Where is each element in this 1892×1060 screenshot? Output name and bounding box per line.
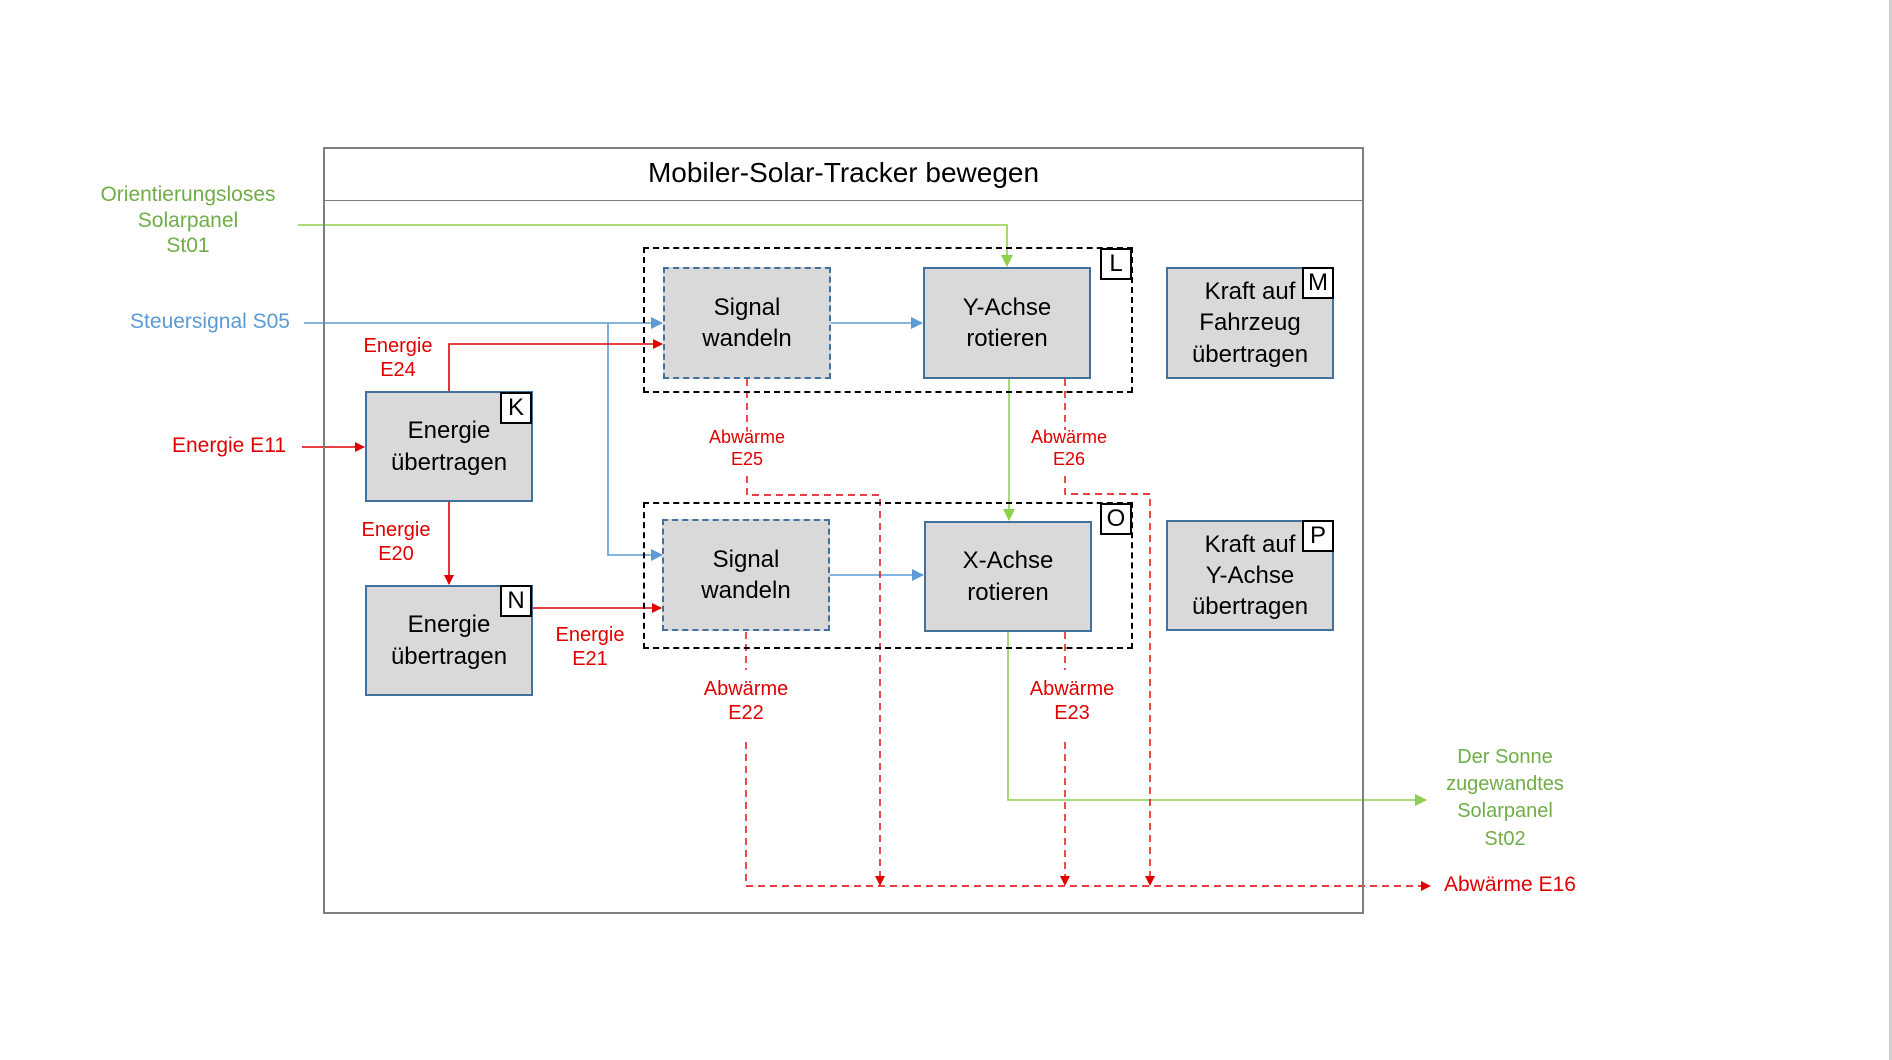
input-st01-line1: Orientierungsloses xyxy=(100,183,276,206)
system-title: Mobiler-Solar-Tracker bewegen xyxy=(647,157,1040,188)
function-k-tag: K xyxy=(500,392,532,424)
function-p-line1: Kraft auf xyxy=(1204,530,1296,558)
output-st02-line4: St02 xyxy=(1484,827,1526,850)
function-k-line2: übertragen xyxy=(390,448,508,476)
function-m-line2: Fahrzeug xyxy=(1199,309,1301,337)
output-st02-label: Der Sonne zugewandtes Solarpanel St02 xyxy=(1425,744,1585,853)
flow-e26-line2: E26 xyxy=(1052,448,1086,469)
function-o-signal-line1: Signal xyxy=(712,545,780,573)
flow-e21-line1: Energie xyxy=(555,624,625,646)
function-l-rotate-line1: Y-Achse xyxy=(962,293,1052,321)
flow-e23-line2: E23 xyxy=(1054,702,1090,725)
output-st02-line3: Solarpanel xyxy=(1457,800,1553,823)
group-l-tag: L xyxy=(1100,248,1132,280)
input-e11-label: Energie E11 xyxy=(171,434,286,457)
output-st02-line1: Der Sonne xyxy=(1457,746,1553,768)
flow-e20-line1: Energie xyxy=(361,519,431,541)
input-st01-label: Orientierungsloses Solarpanel St01 xyxy=(88,182,288,259)
function-o-rotate[interactable]: X-Achse rotieren xyxy=(924,521,1092,632)
flow-e22-line2: E22 xyxy=(728,702,764,725)
group-o xyxy=(643,502,1133,649)
flow-e26-line1: Abwärme xyxy=(1030,427,1108,447)
flow-st01 xyxy=(298,224,1013,267)
function-n-line2: übertragen xyxy=(390,642,508,670)
function-o-rotate-line1: X-Achse xyxy=(962,547,1054,575)
flow-e20-line2: E20 xyxy=(378,543,414,566)
flow-e25-line1: Abwärme xyxy=(708,427,786,447)
function-l-signal-line1: Signal xyxy=(713,293,781,321)
flow-e24-line1: Energie xyxy=(363,335,433,357)
function-l-rotate[interactable]: Y-Achse rotieren xyxy=(923,267,1091,379)
function-l-signal[interactable]: Signal wandeln xyxy=(663,267,831,379)
output-e16-label: Abwärme E16 xyxy=(1444,873,1576,896)
function-l-signal-line2: wandeln xyxy=(702,325,792,352)
flow-e24 xyxy=(448,339,663,391)
flow-e22-line1: Abwärme xyxy=(703,678,789,700)
function-n-line1: Energie xyxy=(407,611,491,639)
flow-e26-b xyxy=(1064,476,1155,886)
group-o-tag: O xyxy=(1100,503,1132,535)
flow-e25-line2: E25 xyxy=(730,448,764,469)
function-l-rotate-line2: rotieren xyxy=(966,325,1048,352)
function-m-line1: Kraft auf xyxy=(1204,278,1296,306)
function-n[interactable]: Energie übertragen xyxy=(365,585,533,696)
function-p-line3: übertragen xyxy=(1191,593,1309,621)
function-m-tag: M xyxy=(1302,267,1334,299)
flow-e24-line2: E24 xyxy=(380,359,416,382)
function-p-tag: P xyxy=(1302,520,1334,552)
flow-e22-b xyxy=(745,742,1431,891)
flow-e23-line1: Abwärme xyxy=(1029,678,1115,700)
system-boundary: Mobiler-Solar-Tracker bewegen xyxy=(323,147,1364,914)
function-k-line1: Energie xyxy=(407,417,491,445)
function-n-tag: N xyxy=(500,585,532,617)
page-edge xyxy=(1889,0,1892,1060)
input-s05-label: Steuersignal S05 xyxy=(130,310,290,333)
flow-e25-b xyxy=(746,476,885,886)
input-st01-line3: St01 xyxy=(166,234,210,258)
function-o-signal-line2: wandeln xyxy=(701,577,791,604)
function-o-rotate-line2: rotieren xyxy=(967,578,1049,606)
function-p-line2: Y-Achse xyxy=(1205,561,1295,589)
output-st02-line2: zugewandtes xyxy=(1446,773,1564,796)
function-m-line3: übertragen xyxy=(1191,340,1309,368)
flow-e21-line2: E21 xyxy=(572,648,608,671)
title-divider xyxy=(325,200,1362,201)
flow-st02 xyxy=(1007,632,1427,806)
input-st01-line2: Solarpanel xyxy=(137,208,239,232)
function-o-signal[interactable]: Signal wandeln xyxy=(662,519,830,631)
group-l xyxy=(643,247,1133,393)
